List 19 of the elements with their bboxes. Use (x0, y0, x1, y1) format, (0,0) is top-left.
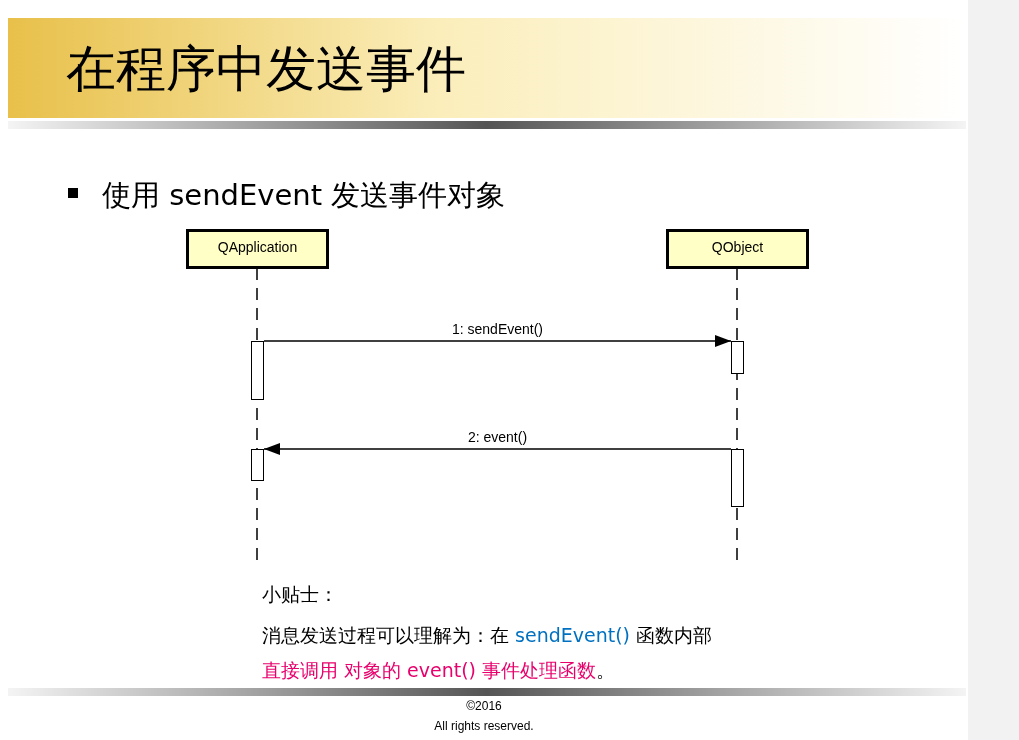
slide-title: 在程序中发送事件 (66, 39, 466, 100)
message-arrow (263, 335, 732, 347)
activation-bar (251, 341, 264, 400)
message-label: 2: event() (465, 429, 530, 445)
activation-bar (731, 449, 744, 507)
message-arrow (263, 443, 732, 455)
tip-text: sendEvent() (515, 624, 630, 646)
tip-text: 。 (596, 659, 616, 681)
lifeline-head-box: QObject (666, 229, 809, 269)
lifeline-head-box: QApplication (186, 229, 329, 269)
tip-text: 函数内部 (635, 624, 713, 646)
copyright-text: ©2016 (466, 699, 502, 713)
tip-text: 消息发送过程可以理解为：在 (262, 624, 510, 646)
tip-text: 直接调用 对象的 event() 事件处理函数 (262, 659, 597, 681)
copyright-text: All rights reserved. (434, 719, 534, 733)
activation-bar (251, 449, 264, 481)
bullet-text: 使用 sendEvent 发送事件对象 (102, 177, 506, 214)
activation-bar (731, 341, 744, 374)
tip-heading: 小贴士： (262, 582, 338, 607)
